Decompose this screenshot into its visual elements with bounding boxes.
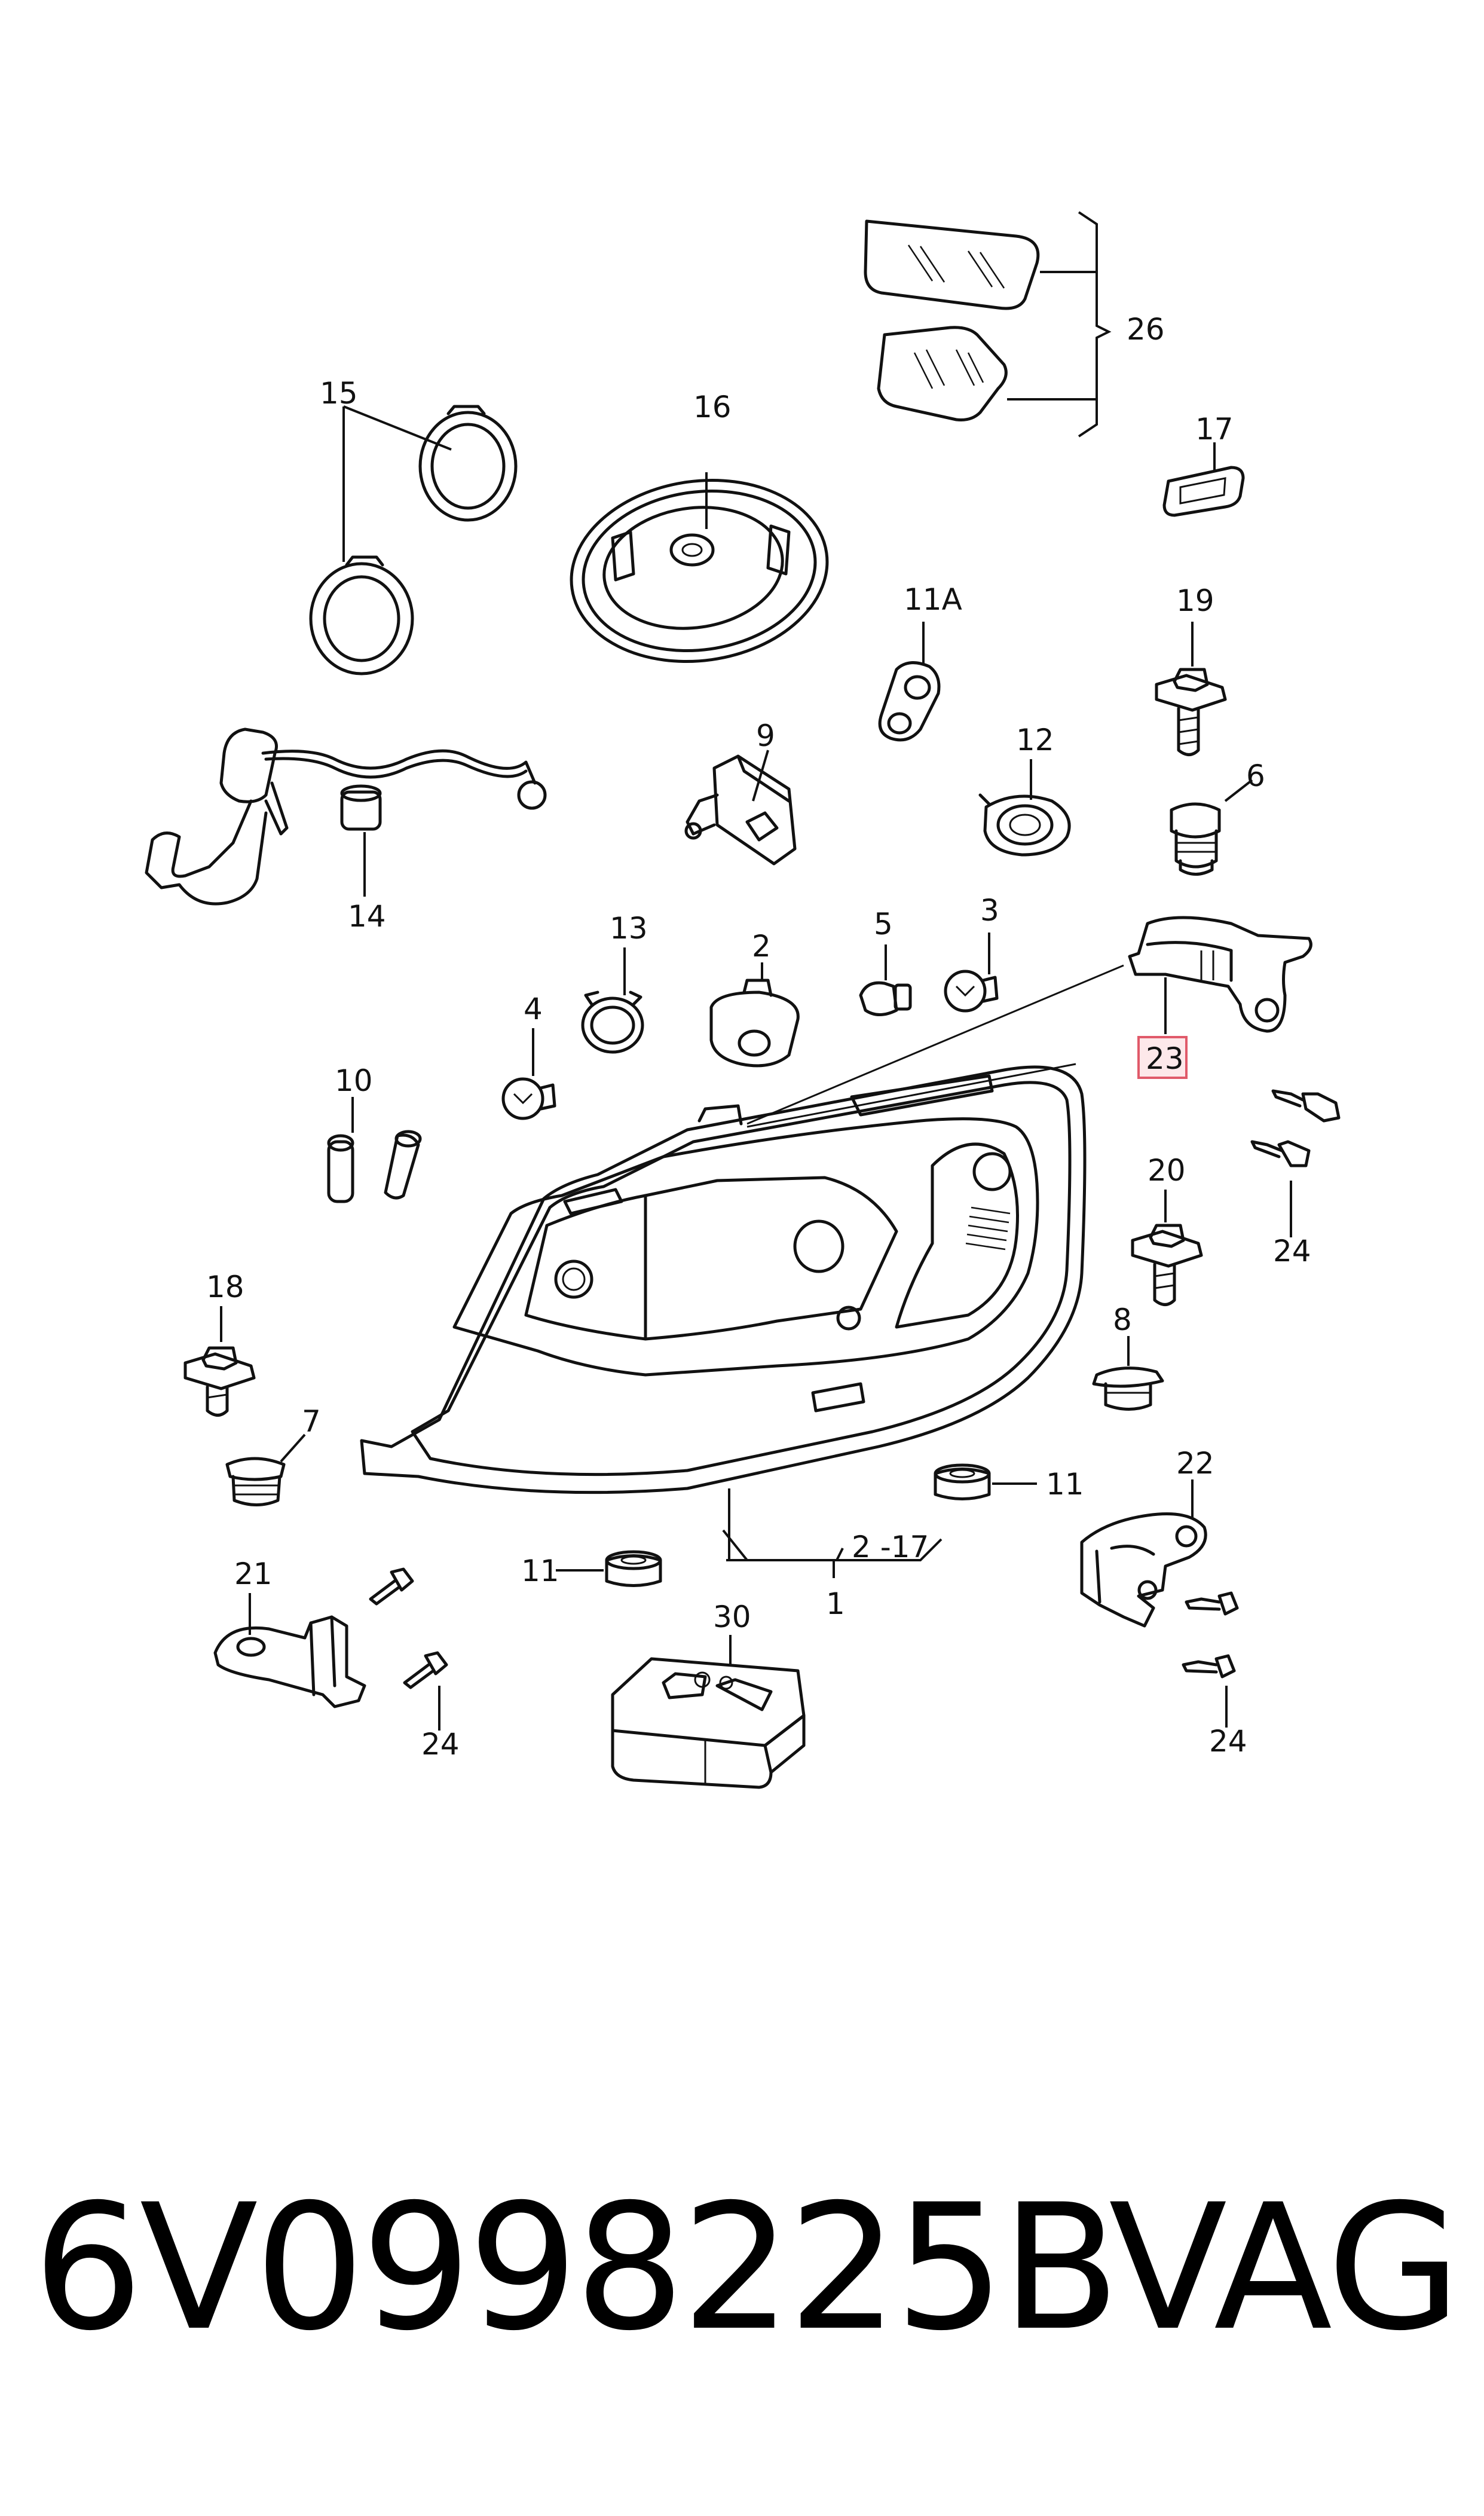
callout-26: 26 bbox=[1127, 312, 1165, 347]
part-20-bolt bbox=[1131, 1190, 1203, 1306]
part-14-wiring-harness bbox=[145, 727, 547, 906]
callout-30: 30 bbox=[713, 1600, 751, 1634]
callout-12: 12 bbox=[1016, 723, 1054, 757]
part-8-threaded-insert bbox=[1092, 1336, 1164, 1411]
callout-2: 2 bbox=[752, 929, 771, 964]
callout-8: 8 bbox=[1113, 1303, 1132, 1337]
part-11a-seal bbox=[878, 622, 941, 742]
callout-14: 14 bbox=[348, 899, 386, 934]
callout-11a: 11A bbox=[904, 582, 962, 617]
part-11-sleeve-center bbox=[556, 1550, 662, 1587]
part-3-bulb bbox=[944, 933, 999, 1013]
part-16-housing-cover bbox=[570, 472, 829, 664]
callout-11b: 11 bbox=[1046, 1467, 1084, 1502]
part-19-bolt bbox=[1155, 622, 1227, 756]
part-15-cover-cap bbox=[309, 405, 518, 675]
callout-13: 13 bbox=[610, 911, 648, 946]
callout-20: 20 bbox=[1148, 1153, 1186, 1188]
part-6-plug bbox=[1170, 779, 1253, 876]
part-1-headlamp-assembly bbox=[360, 1063, 1087, 1494]
part-12-bulb-holder bbox=[978, 759, 1071, 857]
footer: 6V0998225B VAG bbox=[33, 2182, 1467, 2379]
callout-15: 15 bbox=[320, 376, 358, 411]
part-26-lens-glass bbox=[864, 211, 1112, 438]
callout-21: 21 bbox=[234, 1557, 273, 1591]
part-17-clip bbox=[1162, 442, 1245, 517]
part-22-bracket bbox=[1080, 1479, 1207, 1628]
part-1-bracket-lines bbox=[722, 1488, 943, 1578]
callout-22: 22 bbox=[1176, 1446, 1214, 1481]
part-10-bulb-holders bbox=[327, 1097, 422, 1203]
part-11-sleeve-right bbox=[934, 1463, 1037, 1500]
callout-24a: 24 bbox=[1273, 1234, 1311, 1268]
part-5-small-bulb bbox=[859, 944, 912, 1016]
part-number: 6V0998225B bbox=[33, 2168, 1120, 2369]
part-23-bracket bbox=[746, 916, 1312, 1125]
callout-24c: 24 bbox=[1209, 1724, 1247, 1759]
callout-17: 17 bbox=[1195, 412, 1234, 447]
callout-24b: 24 bbox=[421, 1727, 460, 1762]
part-4-bulb bbox=[501, 1028, 556, 1120]
callout-5: 5 bbox=[874, 907, 893, 941]
part-24-screws-right-lower bbox=[1182, 1591, 1239, 1728]
part-9-adjuster-motor bbox=[684, 750, 797, 866]
callout-18: 18 bbox=[206, 1270, 244, 1304]
callout-6: 6 bbox=[1246, 759, 1265, 793]
part-21-bracket bbox=[213, 1593, 366, 1708]
part-24-screws-left bbox=[369, 1567, 448, 1731]
part-30-repair-kit bbox=[611, 1635, 806, 1789]
part-2-headlight-bulb bbox=[709, 962, 800, 1068]
part-18-bolt bbox=[183, 1306, 256, 1417]
callout-7: 7 bbox=[302, 1404, 321, 1439]
callout-10: 10 bbox=[335, 1063, 373, 1098]
callout-23: 23 bbox=[1146, 1041, 1184, 1076]
callout-19: 19 bbox=[1176, 583, 1214, 618]
callout-3: 3 bbox=[980, 893, 999, 928]
callout-9: 9 bbox=[756, 719, 775, 753]
part-13-bulb-socket bbox=[581, 947, 644, 1054]
callout-1: 1 bbox=[826, 1586, 845, 1621]
callout-4: 4 bbox=[524, 992, 543, 1026]
part-24-screws-right-upper bbox=[1250, 1089, 1341, 1237]
callout-11c: 11 bbox=[521, 1554, 559, 1588]
callout-2-17: 2 -17 bbox=[852, 1530, 929, 1564]
part-7-threaded-insert bbox=[225, 1433, 306, 1506]
brand-name: VAG bbox=[1109, 2168, 1461, 2369]
callout-16: 16 bbox=[693, 390, 732, 424]
